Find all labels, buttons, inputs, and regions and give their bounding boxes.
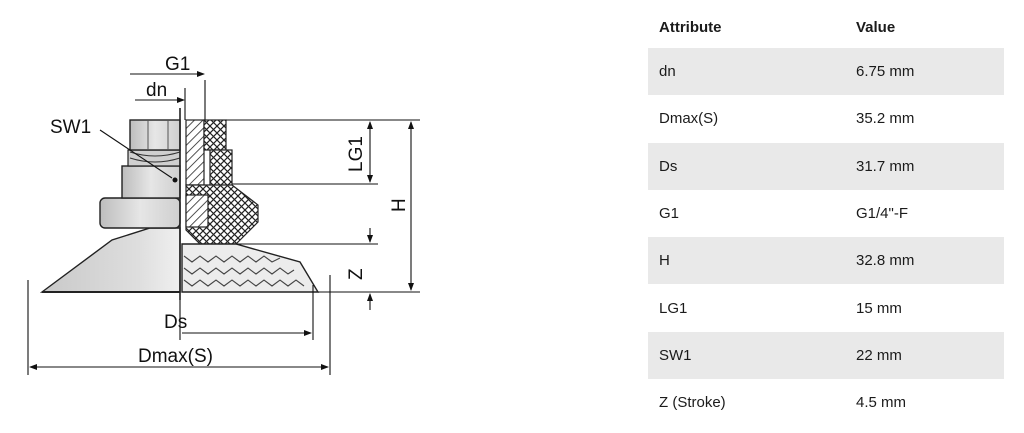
table-row: G1 G1/4"-F	[648, 189, 1004, 238]
cup-section-view	[179, 80, 320, 300]
table-row: SW1 22 mm	[648, 331, 1004, 380]
table-row: Z (Stroke) 4.5 mm	[648, 379, 1004, 427]
value-cell: 35.2 mm	[845, 95, 1004, 143]
label-sw1: SW1	[50, 117, 91, 138]
header-attribute: Attribute	[648, 6, 845, 48]
dimension-lines	[27, 71, 420, 375]
label-ds: Ds	[164, 312, 187, 333]
label-g1: G1	[165, 54, 190, 75]
table-row: Ds 31.7 mm	[648, 142, 1004, 190]
table-row: H 32.8 mm	[648, 237, 1004, 285]
value-cell: 4.5 mm	[845, 379, 1004, 427]
attribute-cell: dn	[648, 48, 845, 96]
suction-cup-drawing: G1 dn SW1 LG1 H Z Ds Dmax(S)	[27, 54, 420, 375]
value-cell: 6.75 mm	[845, 48, 1004, 96]
value-cell: G1/4"-F	[845, 189, 1004, 238]
attribute-cell: Ds	[648, 142, 845, 190]
attributes-table: Attribute Value dn 6.75 mm Dmax(S) 35.2 …	[648, 6, 1004, 427]
cup-outer-view	[39, 119, 181, 293]
value-cell: 15 mm	[845, 284, 1004, 332]
value-cell: 31.7 mm	[845, 142, 1004, 190]
value-cell: 22 mm	[845, 331, 1004, 380]
label-z: Z	[346, 268, 367, 280]
technical-drawing-svg: G1 dn SW1 LG1 H Z Ds Dmax(S)	[27, 54, 420, 375]
label-h: H	[389, 198, 410, 212]
attribute-cell: LG1	[648, 284, 845, 332]
label-dn: dn	[146, 80, 167, 101]
table-row: LG1 15 mm	[648, 284, 1004, 332]
attribute-cell: Dmax(S)	[648, 95, 845, 143]
attributes-table-container: Attribute Value dn 6.75 mm Dmax(S) 35.2 …	[648, 6, 1004, 427]
table-header-row: Attribute Value	[648, 6, 1004, 48]
header-value: Value	[845, 6, 1004, 48]
attribute-cell: Z (Stroke)	[648, 379, 845, 427]
attribute-cell: SW1	[648, 331, 845, 380]
table-row: Dmax(S) 35.2 mm	[648, 95, 1004, 143]
attribute-cell: G1	[648, 189, 845, 238]
label-dmax: Dmax(S)	[138, 346, 213, 367]
value-cell: 32.8 mm	[845, 237, 1004, 285]
label-lg1: LG1	[346, 136, 367, 172]
attribute-cell: H	[648, 237, 845, 285]
table-row: dn 6.75 mm	[648, 48, 1004, 96]
